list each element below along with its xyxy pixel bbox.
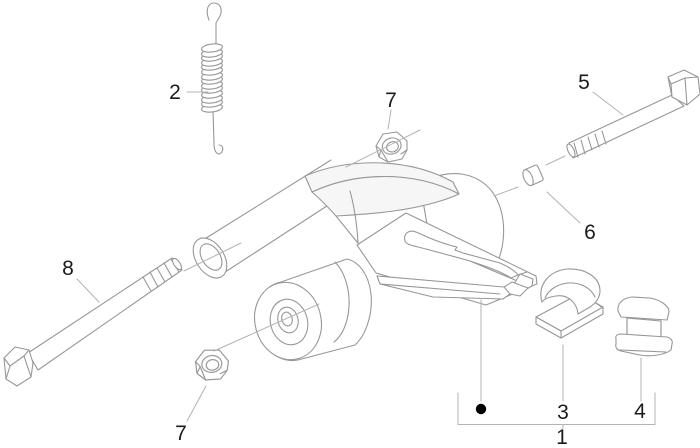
bolt-upper-tip [566, 143, 576, 158]
slider-shoe [615, 296, 673, 357]
nut-upper [375, 131, 408, 163]
lower-rail [376, 275, 529, 300]
roller-groove [333, 261, 350, 343]
slider-pad [535, 268, 604, 339]
callout-1: 1 [556, 426, 568, 448]
rail-tip-fold [503, 281, 529, 297]
bolt-lower-tip [171, 257, 183, 271]
callout-2: 2 [169, 81, 181, 104]
spring-coils [201, 43, 223, 113]
callout-7-lower: 7 [175, 422, 187, 445]
slider-pad-cap [540, 268, 601, 315]
bolt-upper-shaft [568, 94, 685, 159]
group-bracket [457, 392, 656, 425]
spacer-bush [522, 164, 544, 187]
slider-shoe-cap [617, 296, 670, 321]
tension-spring [201, 2, 224, 155]
callout-labels: 1 2 3 4 5 6 7 7 8 [62, 71, 646, 448]
roller [254, 258, 372, 362]
callout-8: 8 [62, 257, 74, 280]
callout-7-upper: 7 [385, 89, 397, 112]
leader-6 [546, 191, 581, 224]
arm-plate [356, 212, 538, 306]
bolt-lower-shaft [27, 257, 183, 371]
bolt-upper [566, 69, 700, 159]
leader-7-lower [186, 385, 207, 422]
callout-6: 6 [584, 221, 596, 244]
arm-slot [404, 230, 519, 279]
fork-arm [356, 212, 538, 306]
bolt-upper-threads [573, 130, 607, 158]
leader-lines [76, 91, 656, 430]
swing-arm-assembly [192, 159, 538, 362]
spacer-face [522, 169, 534, 187]
callout-5: 5 [578, 71, 590, 94]
gusset-plate [304, 162, 460, 244]
bolt-lower-head [3, 346, 34, 387]
nut-lower [192, 346, 231, 384]
bolt-lower [3, 257, 183, 387]
leader-7-upper [387, 109, 392, 130]
callout-4: 4 [634, 400, 646, 423]
spring-top-hook [206, 2, 222, 46]
callout-3: 3 [557, 401, 569, 424]
assembly-bullet [475, 403, 487, 415]
slider-shoe-base [615, 333, 673, 357]
leader-8 [76, 278, 100, 303]
axis-lines [183, 129, 566, 352]
leader-5 [592, 91, 624, 116]
spring-bottom-hook [212, 109, 224, 155]
